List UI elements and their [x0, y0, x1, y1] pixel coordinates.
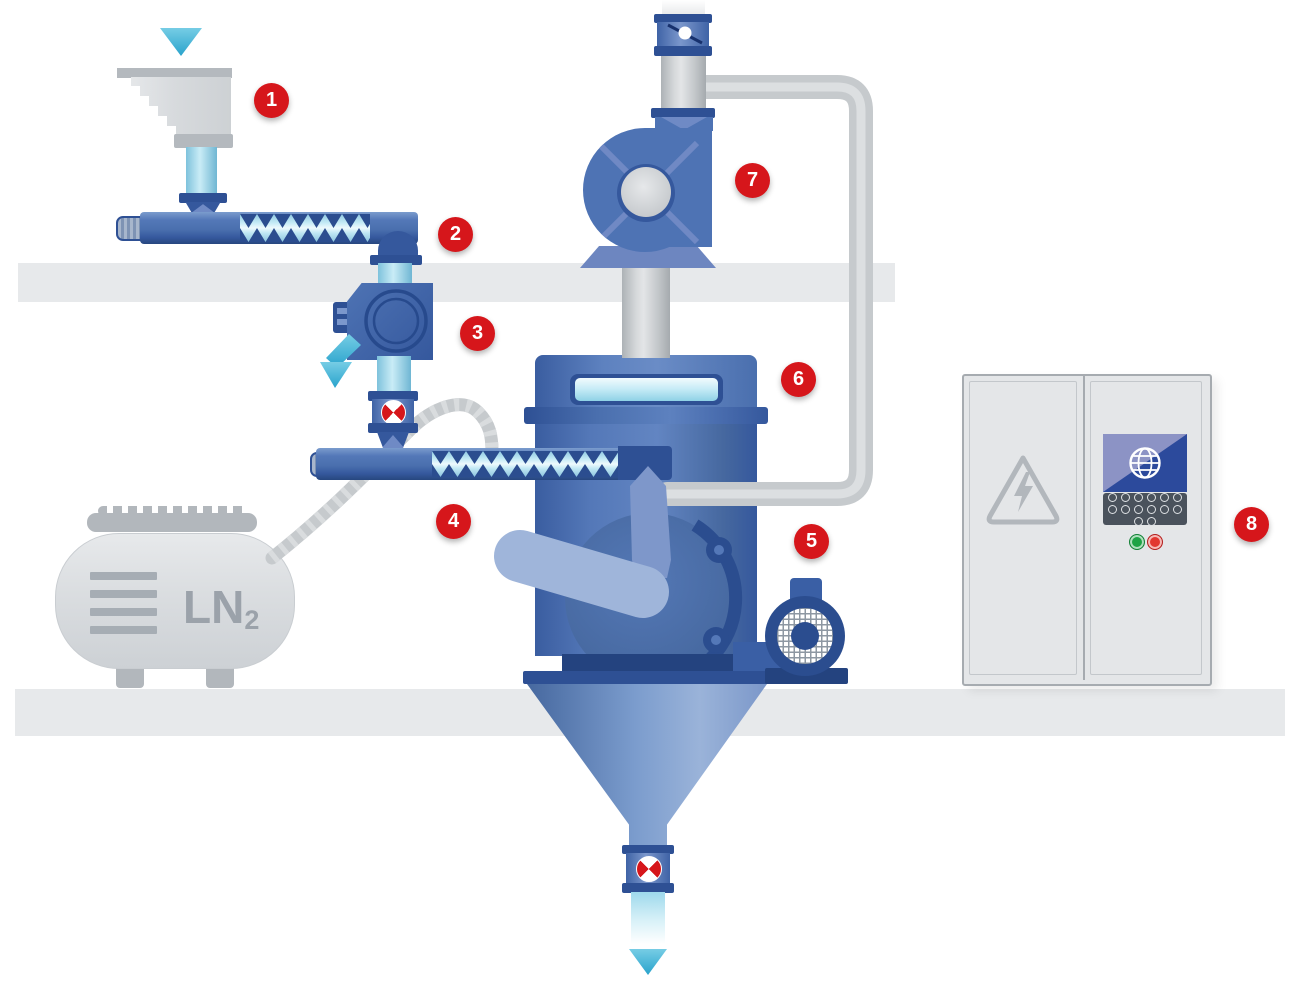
product-outlet-pipe	[631, 892, 665, 944]
mill-discharge-cone	[527, 684, 767, 852]
keypad-button	[1108, 504, 1117, 514]
ln2-hose	[265, 398, 499, 565]
hotspot-4-number: 4	[447, 510, 460, 532]
mezzanine-floor	[18, 263, 895, 302]
electrical-hazard-icon	[986, 455, 1060, 525]
mill-inner-base	[562, 654, 733, 674]
mill-motor-hub	[791, 622, 819, 650]
blower-pedestal	[580, 246, 716, 268]
valve2-top-flange	[622, 845, 674, 854]
keypad-button	[1173, 492, 1182, 502]
conveyor2-inlet	[377, 432, 409, 449]
product-arrow-icon	[629, 949, 667, 975]
vent-arrow-icon	[320, 334, 361, 388]
mill-base-flange	[523, 671, 768, 684]
hotspot-4[interactable]: 4	[436, 504, 471, 539]
mill-top-flange	[524, 407, 768, 424]
hotspot-6[interactable]: 6	[781, 362, 816, 397]
hotspot-2[interactable]: 2	[438, 217, 473, 252]
keypad-button	[1134, 516, 1143, 526]
hotspot-3[interactable]: 3	[460, 316, 495, 351]
conveyor2-screw-window	[432, 451, 623, 477]
ln2-tank-top-fittings	[98, 506, 248, 516]
start-indicator-green	[1129, 534, 1145, 550]
feed-arrow-icon	[160, 28, 202, 56]
exhaust-stack-fade	[662, 0, 705, 16]
butterfly-valve-icon	[667, 23, 703, 45]
exhaust-stack-pipe	[661, 52, 706, 114]
globe-icon	[1129, 447, 1161, 479]
cabinet-door-divider	[1083, 376, 1085, 680]
mill-sight-glass-window	[575, 378, 718, 401]
hotspot-6-number: 6	[792, 368, 805, 390]
rotary-valve-rings	[364, 289, 428, 353]
stop-indicator-red	[1147, 534, 1163, 550]
blower-outlet-flange	[651, 108, 715, 118]
mill-drive-arm	[494, 530, 669, 618]
ball-valve-symbol	[636, 856, 662, 882]
conveyor1-discharge-flange	[370, 255, 422, 265]
mill-motor-base	[765, 668, 848, 684]
ball-valve-symbol	[381, 400, 406, 425]
keypad-button	[1147, 516, 1156, 526]
hotspot-7[interactable]: 7	[735, 163, 770, 198]
valve1-inlet-pipe	[377, 356, 411, 396]
keypad-button	[1160, 492, 1169, 502]
hotspot-5[interactable]: 5	[794, 524, 829, 559]
hopper-flange	[179, 193, 227, 203]
keypad-button	[1134, 504, 1143, 514]
ln2-label: LN2	[183, 580, 259, 636]
hotspot-3-number: 3	[471, 322, 484, 344]
ln2-label-main: LN	[183, 581, 245, 633]
hotspot-7-number: 7	[746, 169, 759, 191]
valve2-bottom-flange	[622, 883, 674, 893]
hotspot-8[interactable]: 8	[1234, 507, 1269, 542]
mill-motor-tab	[790, 578, 822, 600]
hotspot-1-number: 1	[265, 89, 278, 111]
hotspot-8-number: 8	[1245, 513, 1258, 535]
conveyor1-discharge-dome	[378, 231, 418, 258]
conveyor1-screw-window	[240, 214, 370, 242]
mill-feed-chute	[630, 466, 671, 578]
ln2-tank-shell	[55, 533, 295, 669]
valve1-bottom-flange	[368, 423, 418, 433]
ln2-tank-top-pipe	[87, 513, 257, 532]
keypad-button	[1173, 504, 1182, 514]
control-cabinet	[962, 374, 1212, 686]
blower-housing	[583, 128, 712, 252]
cabinet-left-door	[969, 381, 1077, 675]
keypad-button	[1121, 504, 1130, 514]
keypad-button	[1147, 492, 1156, 502]
keypad-button	[1160, 504, 1169, 514]
valve1-top-flange	[368, 391, 418, 401]
keypad-button	[1147, 504, 1156, 514]
hotspot-1[interactable]: 1	[254, 83, 289, 118]
drop-pipe-1	[378, 263, 412, 286]
ln2-label-sub: 2	[244, 605, 260, 635]
hmi-keypad	[1103, 492, 1187, 526]
hopper-outlet-tube	[186, 147, 217, 195]
hotspot-5-number: 5	[805, 530, 818, 552]
butterfly-valve-top-flange	[654, 14, 712, 23]
hotspot-2-number: 2	[449, 223, 462, 245]
conveyor1-inlet	[185, 202, 221, 214]
keypad-button	[1108, 492, 1117, 502]
butterfly-valve-bottom-flange	[654, 46, 712, 56]
blower-outlet-duct	[655, 117, 713, 131]
keypad-button	[1121, 492, 1130, 502]
keypad-button	[1134, 492, 1143, 502]
cabinet-right-door	[1090, 381, 1202, 675]
feed-hopper-funnel	[117, 68, 233, 148]
recirculation-pipe	[655, 75, 873, 506]
hmi-screen	[1103, 434, 1187, 492]
